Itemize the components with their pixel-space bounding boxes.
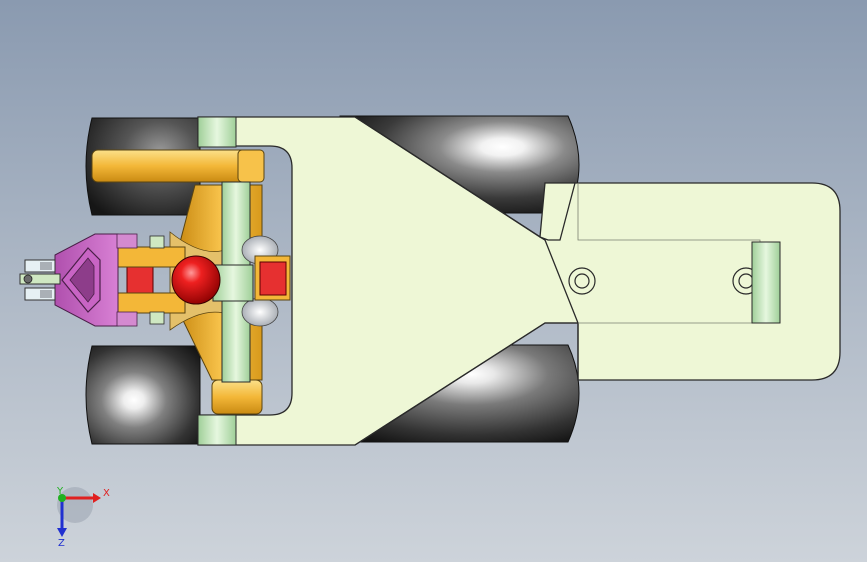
y-axis-dot	[58, 494, 66, 502]
front-axle-pin-top	[197, 116, 237, 148]
yoke-bar-bottom	[211, 379, 263, 415]
y-axis-label: Y	[56, 486, 64, 497]
gripper-head[interactable]	[54, 233, 138, 327]
gripper-fingers[interactable]	[19, 259, 61, 301]
red-insert-left	[126, 262, 154, 296]
x-axis-label: X	[103, 488, 110, 499]
yoke-bar-top	[91, 149, 265, 183]
rear-pin	[751, 241, 781, 324]
wheel-bottom-left	[85, 345, 201, 445]
chassis-frame[interactable]	[197, 116, 841, 446]
gripper-linkage	[109, 235, 254, 325]
front-axle-pin-bottom	[197, 414, 237, 446]
red-insert-right	[254, 255, 291, 301]
ball-joint[interactable]	[171, 255, 221, 305]
z-axis-label: Z	[58, 538, 65, 549]
coordinate-triad[interactable]: X Y Z	[56, 486, 110, 549]
